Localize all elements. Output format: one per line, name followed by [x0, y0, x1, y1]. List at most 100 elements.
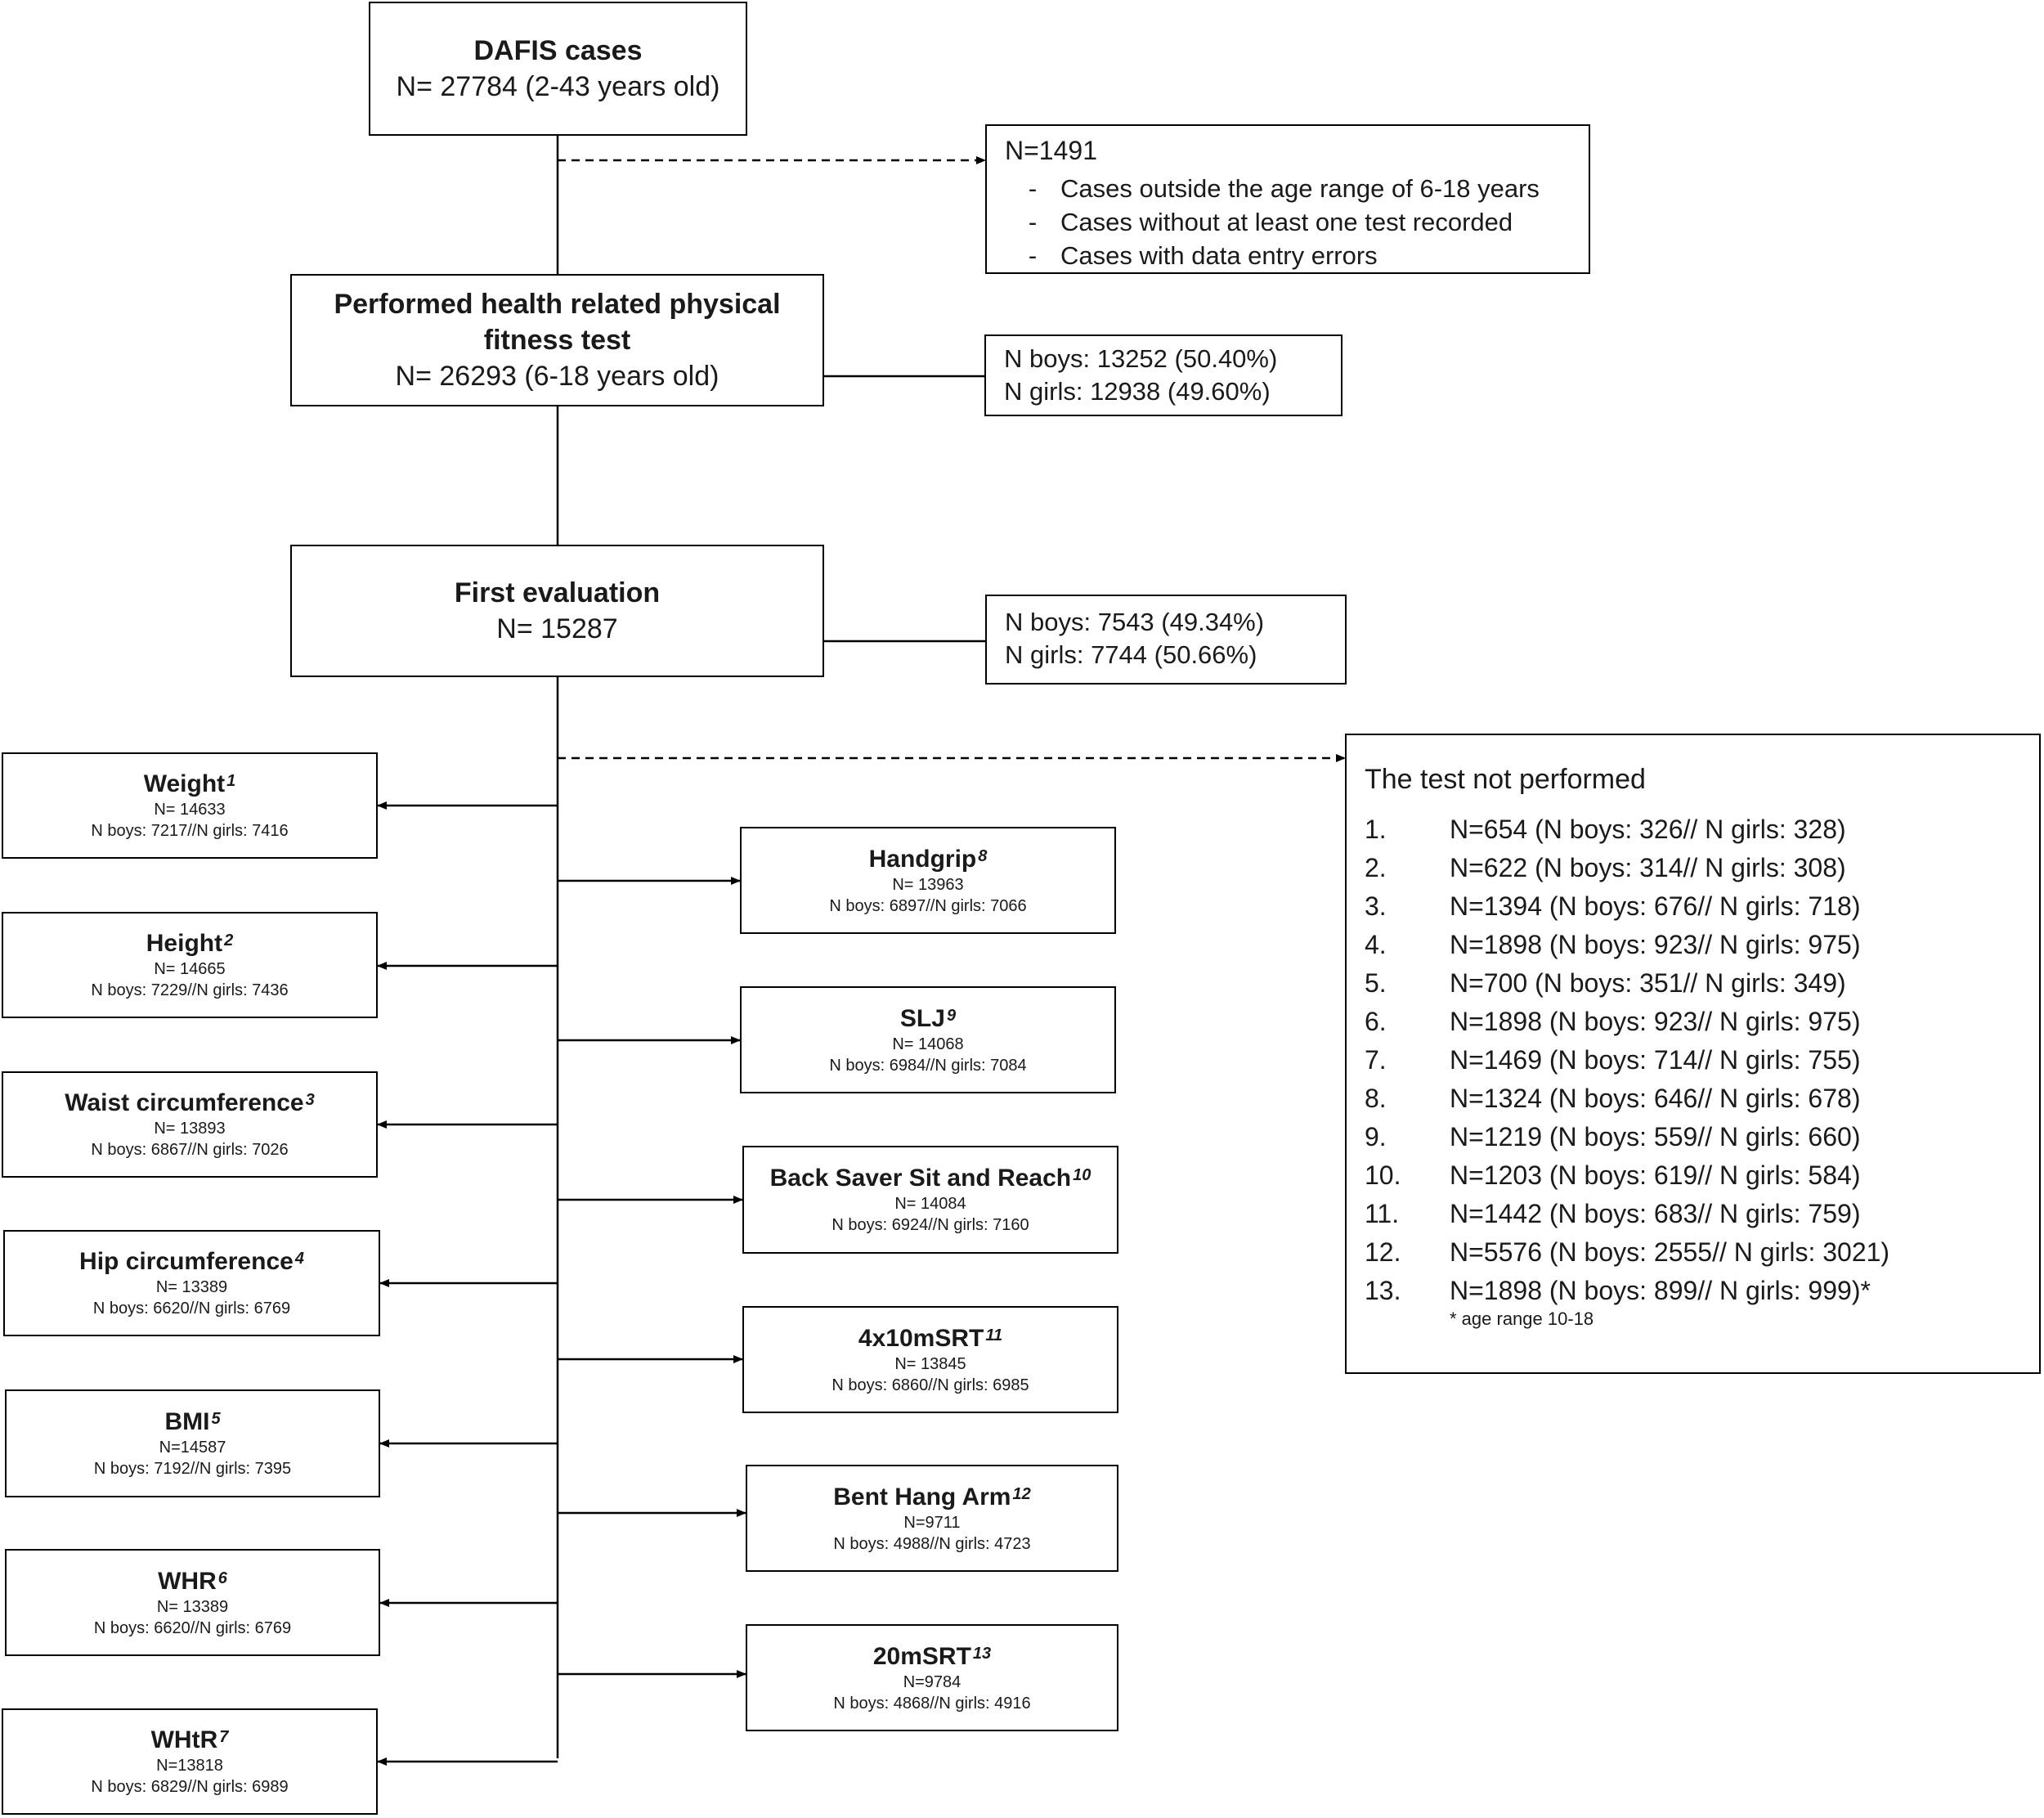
performed-boys: N boys: 13252 (50.40%) [1004, 344, 1278, 373]
test-n: N=9784 [903, 1672, 961, 1691]
test-n: N=14587 [159, 1439, 226, 1457]
list-item: 3.N=1394 (N boys: 676// N girls: 718) [1365, 891, 1861, 921]
list-item: 5.N=700 (N boys: 351// N girls: 349) [1365, 968, 1846, 998]
test-sex-split: N boys: 6924//N girls: 7160 [831, 1216, 1029, 1234]
list-item: 11.N=1442 (N boys: 683// N girls: 759) [1365, 1199, 1861, 1228]
test-footnote-mark: 5 [211, 1410, 221, 1428]
list-item: 6.N=1898 (N boys: 923// N girls: 975) [1365, 1007, 1861, 1036]
test-name: Back Saver Sit and Reach [769, 1165, 1072, 1192]
test-n: N= 14665 [154, 960, 226, 978]
test-footnote-mark: 11 [985, 1326, 1003, 1344]
test-n: N= 14084 [894, 1195, 966, 1213]
test-sex-split: N boys: 7217//N girls: 7416 [91, 822, 289, 840]
test-footnote-mark: 13 [972, 1644, 992, 1663]
test-footnote-mark: 9 [946, 1006, 957, 1025]
test-name: WHtR [150, 1726, 218, 1753]
test-sex-split: N boys: 6620//N girls: 6769 [93, 1618, 292, 1637]
test-footnote-mark: 10 [1073, 1166, 1091, 1184]
list-item: 2.N=622 (N boys: 314// N girls: 308) [1365, 853, 1846, 882]
dafis-cases-title: DAFIS cases [473, 35, 643, 66]
test-n: N= 14633 [154, 801, 226, 819]
exclusion-list: -Cases outside the age range of 6-18 yea… [1005, 172, 1540, 272]
test-sex-split: N boys: 6620//N girls: 6769 [92, 1300, 291, 1317]
test-footnote-mark: 2 [224, 931, 234, 949]
list-item: 9.N=1219 (N boys: 559// N girls: 660) [1365, 1122, 1861, 1151]
performed-sex-box: N boys: 13252 (50.40%) N girls: 12938 (4… [984, 334, 1342, 416]
not-performed-box: The test not performed 1.N=654 (N boys: … [1345, 734, 2041, 1374]
performed-test-box: Performed health related physical fitnes… [290, 274, 824, 406]
first-sex-box: N boys: 7543 (49.34%) N girls: 7744 (50.… [985, 595, 1347, 685]
list-item: 7.N=1469 (N boys: 714// N girls: 755) [1365, 1045, 1861, 1075]
list-item: 8.N=1324 (N boys: 646// N girls: 678) [1365, 1084, 1861, 1113]
first-evaluation-n: N= 15287 [496, 613, 618, 644]
test-name: Waist circumference [65, 1089, 304, 1116]
test-footnote-mark: 12 [1012, 1484, 1031, 1503]
dafis-cases-box: DAFIS cases N= 27784 (2-43 years old) [369, 2, 747, 136]
test-name: SLJ [899, 1004, 945, 1032]
test-footnote-mark: 4 [294, 1250, 304, 1268]
performed-title-line1: Performed health related physical [334, 289, 781, 320]
test-sex-split: N boys: 4868//N girls: 4916 [833, 1694, 1031, 1713]
first-boys: N boys: 7543 (49.34%) [1005, 608, 1265, 636]
test-sex-split: N boys: 7229//N girls: 7436 [91, 981, 289, 999]
test-name: WHR [158, 1567, 217, 1595]
test-footnote-mark: 3 [305, 1091, 315, 1109]
test-name: 4x10mSRT [858, 1324, 984, 1352]
performed-title-line2: fitness test [483, 325, 631, 356]
list-item: 4.N=1898 (N boys: 923// N girls: 975) [1365, 930, 1861, 959]
exclusion-n: N=1491 [1005, 136, 1097, 165]
test-n: N= 13893 [154, 1120, 226, 1138]
test-name: Handgrip [868, 845, 977, 873]
first-evaluation-box: First evaluation N= 15287 [290, 545, 824, 677]
test-footnote-mark: 6 [217, 1569, 227, 1587]
test-n: N= 13845 [894, 1354, 966, 1373]
test-name: Height [146, 930, 223, 957]
test-n: N= 13389 [155, 1278, 228, 1296]
exclusion-item: -Cases outside the age range of 6-18 yea… [1028, 174, 1540, 203]
test-n: N= 14068 [892, 1035, 964, 1053]
test-sex-split: N boys: 6897//N girls: 7066 [829, 896, 1027, 915]
list-item: 12.N=5576 (N boys: 2555// N girls: 3021) [1365, 1237, 1890, 1267]
not-performed-title: The test not performed [1365, 764, 1646, 795]
not-performed-footnote: * age range 10-18 [1450, 1309, 1594, 1329]
exclusion-item: -Cases with data entry errors [1028, 241, 1378, 270]
test-n: N= 13389 [156, 1597, 229, 1616]
test-n: N=9711 [903, 1513, 961, 1532]
test-footnote-mark: 7 [219, 1728, 229, 1746]
test-name: 20mSRT [872, 1642, 971, 1670]
dafis-cases-n: N= 27784 (2-43 years old) [396, 71, 720, 102]
list-item: 13.N=1898 (N boys: 899// N girls: 999)* [1365, 1276, 1871, 1305]
test-sex-split: N boys: 7192//N girls: 7395 [93, 1460, 292, 1478]
test-name: Bent Hang Arm [833, 1483, 1011, 1511]
test-sex-split: N boys: 6829//N girls: 6989 [91, 1778, 289, 1796]
performed-n: N= 26293 (6-18 years old) [395, 361, 719, 392]
not-performed-list: 1.N=654 (N boys: 326// N girls: 328) 2.N… [1365, 810, 1889, 1310]
first-girls: N girls: 7744 (50.66%) [1005, 640, 1257, 669]
test-sex-split: N boys: 6860//N girls: 6985 [831, 1376, 1029, 1394]
test-name: Weight [143, 770, 226, 797]
test-sex-split: N boys: 4988//N girls: 4723 [833, 1534, 1031, 1553]
test-sex-split: N boys: 6867//N girls: 7026 [91, 1141, 289, 1159]
test-n: N=13818 [156, 1757, 223, 1775]
list-item: 1.N=654 (N boys: 326// N girls: 328) [1365, 815, 1846, 844]
list-item: 10.N=1203 (N boys: 619// N girls: 584) [1365, 1160, 1861, 1190]
test-footnote-mark: 1 [226, 772, 236, 790]
exclusion-item: -Cases without at least one test recorde… [1028, 208, 1513, 236]
test-sex-split: N boys: 6984//N girls: 7084 [829, 1056, 1027, 1075]
first-evaluation-title: First evaluation [454, 577, 661, 608]
performed-girls: N girls: 12938 (49.60%) [1004, 377, 1271, 406]
test-name: BMI [164, 1408, 210, 1435]
